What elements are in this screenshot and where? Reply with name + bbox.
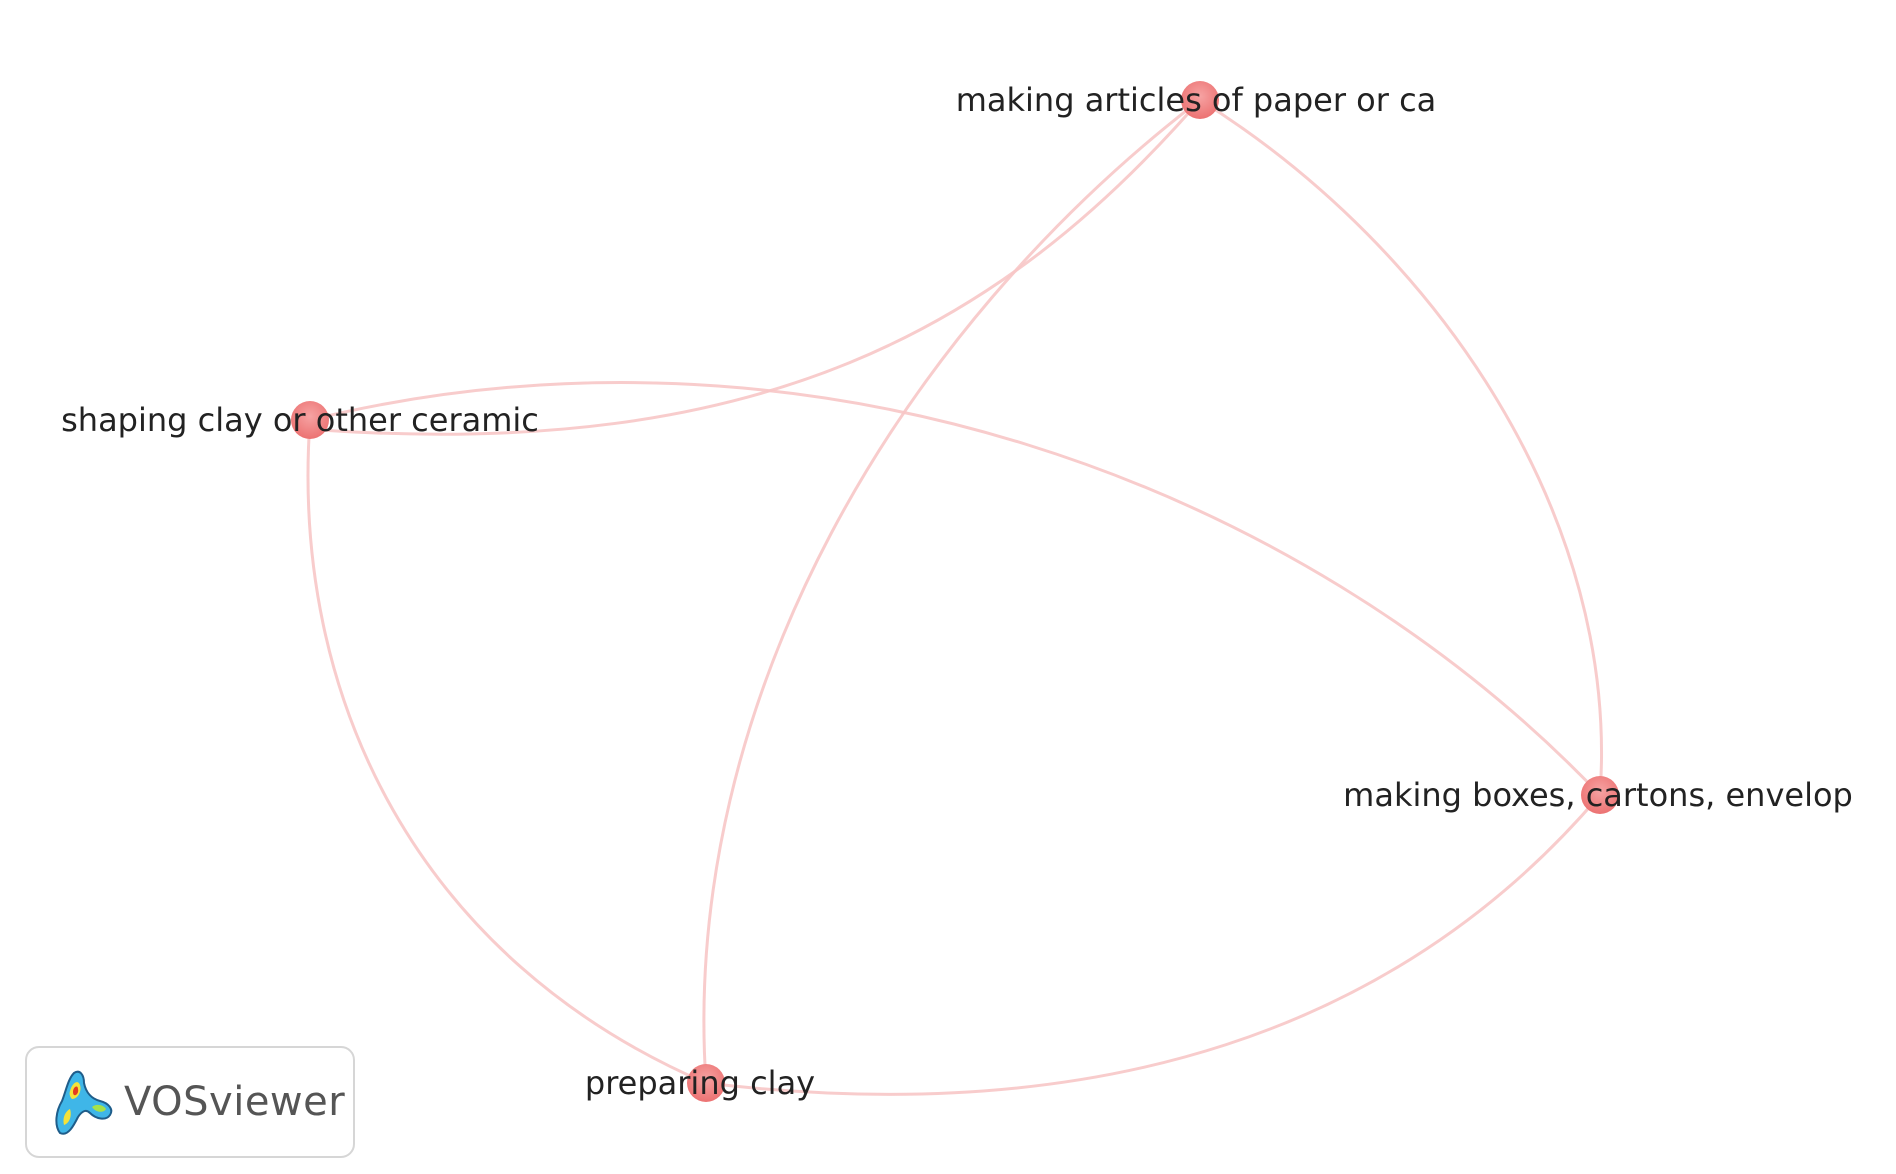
node-n4[interactable]: [687, 1064, 725, 1102]
vosviewer-logo: VOSviewer: [25, 1046, 355, 1158]
logo-text: VOSviewer: [124, 1079, 346, 1125]
link-n1-n4[interactable]: [702, 98, 1201, 1084]
nodes-layer: [291, 81, 1619, 1102]
node-label-n3[interactable]: making boxes, cartons, envelop: [1343, 776, 1853, 814]
node-label-n2[interactable]: shaping clay or other ceramic: [61, 401, 539, 439]
node-n2[interactable]: [291, 401, 329, 439]
link-n2-n4[interactable]: [306, 419, 707, 1085]
node-n1[interactable]: [1181, 81, 1219, 119]
node-n3[interactable]: [1581, 776, 1619, 814]
link-n3-n4[interactable]: [705, 794, 1602, 1096]
node-label-n4[interactable]: preparing clay: [585, 1064, 815, 1102]
node-label-n1[interactable]: making articles of paper or ca: [956, 81, 1437, 119]
link-n2-n3[interactable]: [309, 381, 1602, 797]
links-layer: [306, 98, 1603, 1096]
link-n1-n3[interactable]: [1199, 98, 1603, 796]
labels-layer: making articles of paper or ca shaping cl…: [61, 81, 1853, 1102]
link-n1-n2[interactable]: [319, 99, 1202, 436]
vosviewer-density-icon: [55, 1070, 113, 1135]
